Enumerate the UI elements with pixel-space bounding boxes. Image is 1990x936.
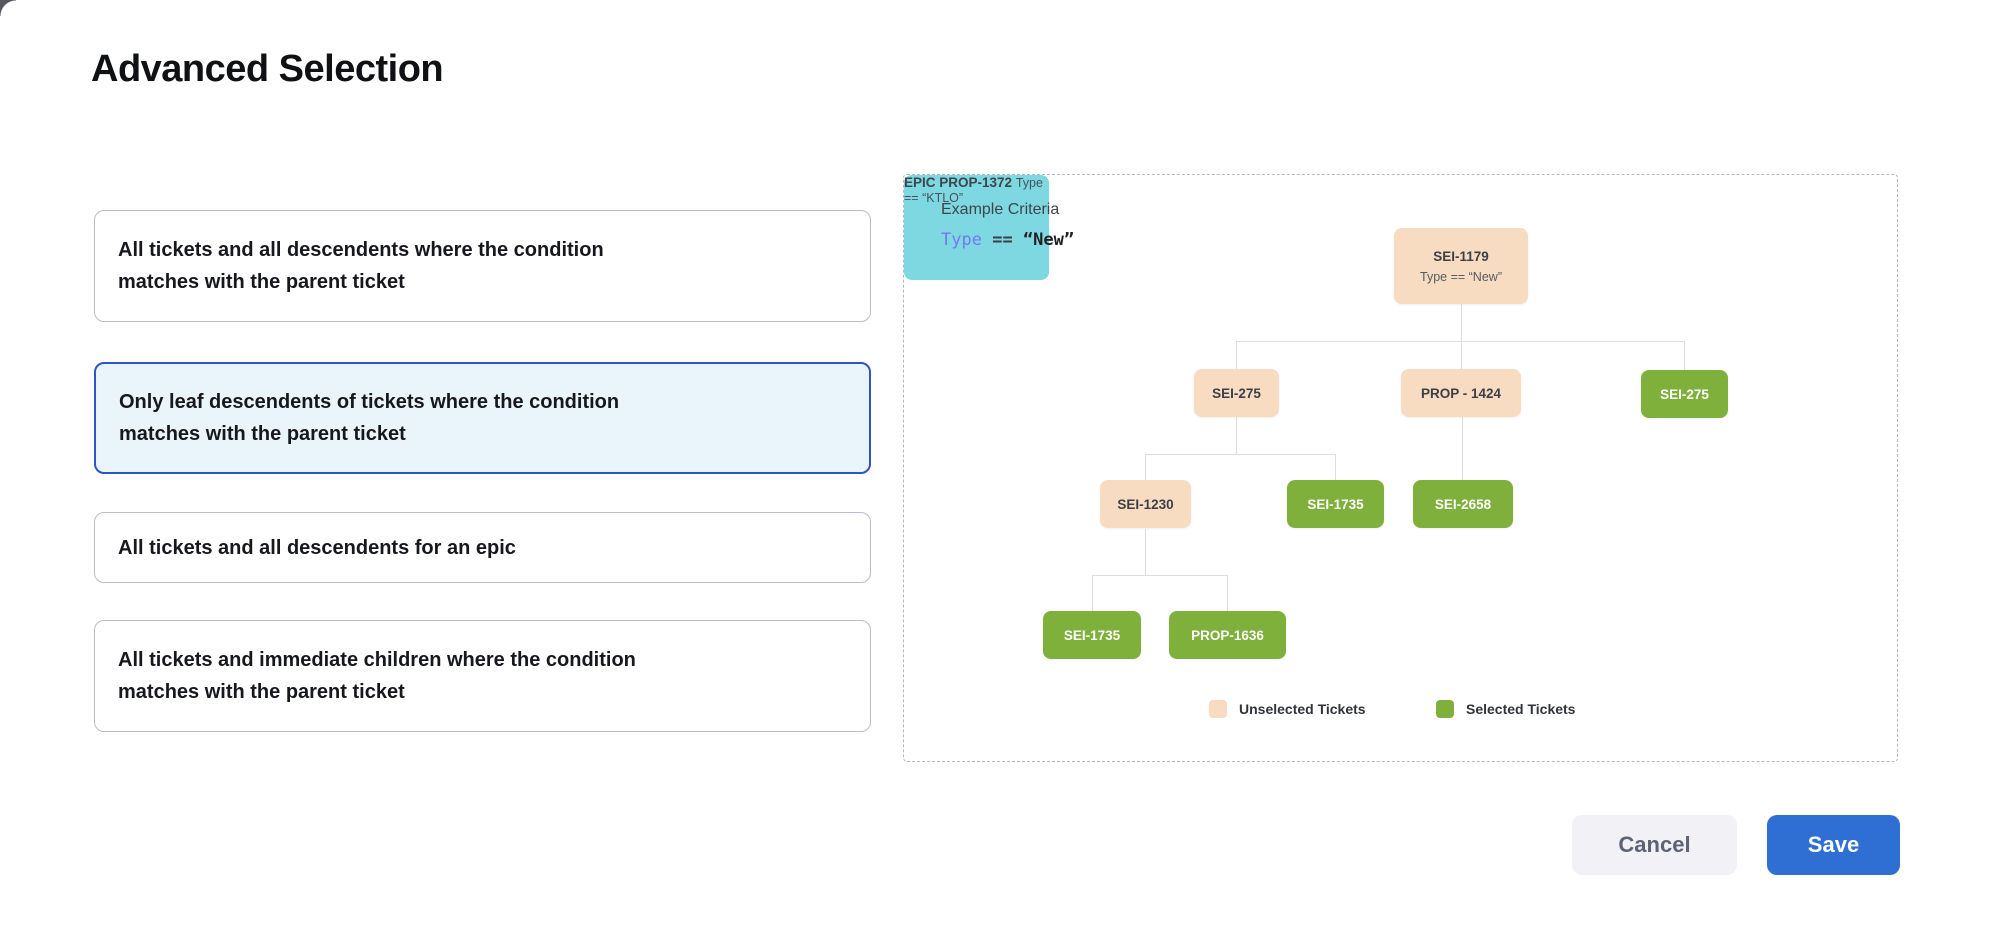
- example-criteria-panel: Example Criteria Type == “New” EPIC PROP…: [903, 174, 1898, 762]
- option-label: All tickets and all descendents for an e…: [118, 536, 516, 559]
- tree-node-selected: SEI-275: [1641, 370, 1728, 418]
- option-card-immediate-children[interactable]: All tickets and immediate children where…: [94, 620, 871, 732]
- tree-connector: [1335, 454, 1336, 480]
- tree-connector: [1236, 341, 1685, 342]
- tree-node-root: SEI-1179 Type == “New”: [1394, 228, 1528, 304]
- criteria-field: Type: [941, 230, 982, 250]
- unselected-swatch-icon: [1209, 700, 1227, 718]
- ticket-id-label: PROP - 1424: [1420, 385, 1502, 401]
- window-corner: [0, 0, 16, 16]
- tree-connector: [1236, 417, 1237, 454]
- tree-connector: [1461, 304, 1462, 341]
- legend-label: Selected Tickets: [1466, 701, 1576, 717]
- page-title: Advanced Selection: [91, 48, 444, 90]
- ticket-id-label: SEI-275: [1660, 386, 1709, 402]
- tree-node-unselected: SEI-275: [1194, 369, 1279, 417]
- cancel-button[interactable]: Cancel: [1572, 815, 1737, 875]
- save-button[interactable]: Save: [1767, 815, 1900, 875]
- tree-node-selected: SEI-2658: [1413, 480, 1513, 528]
- tree-connector: [1092, 575, 1093, 611]
- tree-connector: [1236, 341, 1237, 369]
- legend-item-selected: Selected Tickets: [1436, 696, 1575, 722]
- ticket-condition-label: Type == “New”: [1420, 269, 1502, 284]
- tree-connector: [1684, 341, 1685, 370]
- tree-connector: [1145, 529, 1146, 575]
- tree-connector: [1461, 341, 1462, 369]
- criteria-value: “New”: [1022, 230, 1075, 250]
- legend-label: Unselected Tickets: [1239, 701, 1366, 717]
- option-label: Only leaf descendents of tickets where t…: [119, 391, 620, 445]
- epic-card: EPIC PROP-1372 Type == “KTLO”: [904, 175, 1049, 280]
- epic-id-label: PROP-1372: [939, 175, 1013, 190]
- criteria-operator: ==: [992, 230, 1013, 250]
- tree-node-selected: SEI-1735: [1043, 611, 1141, 659]
- tree-node-unselected: SEI-1230: [1100, 480, 1191, 528]
- tree-connector: [1145, 454, 1336, 455]
- epic-condition-label: Type == “KTLO”: [904, 176, 1043, 205]
- tree-connector: [1227, 575, 1228, 611]
- tree-connector: [1145, 454, 1146, 480]
- example-criteria-heading: Example Criteria: [941, 201, 1060, 218]
- ticket-id-label: SEI-1735: [1307, 496, 1364, 512]
- ticket-id-label: PROP-1636: [1191, 627, 1264, 643]
- criteria-expression: Type == “New”: [941, 230, 1074, 250]
- ticket-id-label: SEI-1179: [1433, 248, 1489, 264]
- ticket-id-label: SEI-1735: [1063, 627, 1121, 643]
- tree-connector: [1092, 575, 1228, 576]
- option-card-all-descendents[interactable]: All tickets and all descendents where th…: [94, 210, 871, 322]
- option-label: All tickets and all descendents where th…: [118, 239, 604, 293]
- option-label: All tickets and immediate children where…: [118, 649, 636, 703]
- ticket-id-label: SEI-1230: [1117, 496, 1174, 512]
- tree-node-unselected: PROP - 1424: [1401, 369, 1521, 417]
- option-card-leaf-descendents[interactable]: Only leaf descendents of tickets where t…: [94, 362, 871, 474]
- selected-swatch-icon: [1436, 700, 1454, 718]
- ticket-id-label: SEI-2658: [1434, 496, 1492, 512]
- tree-node-selected: SEI-1735: [1287, 480, 1384, 528]
- tree-connector: [1462, 417, 1463, 480]
- tree-node-selected: PROP-1636: [1169, 611, 1286, 659]
- epic-kind-label: EPIC: [904, 175, 936, 190]
- legend-item-unselected: Unselected Tickets: [1209, 696, 1366, 722]
- ticket-id-label: SEI-275: [1212, 385, 1261, 401]
- option-card-epic-descendents[interactable]: All tickets and all descendents for an e…: [94, 512, 871, 583]
